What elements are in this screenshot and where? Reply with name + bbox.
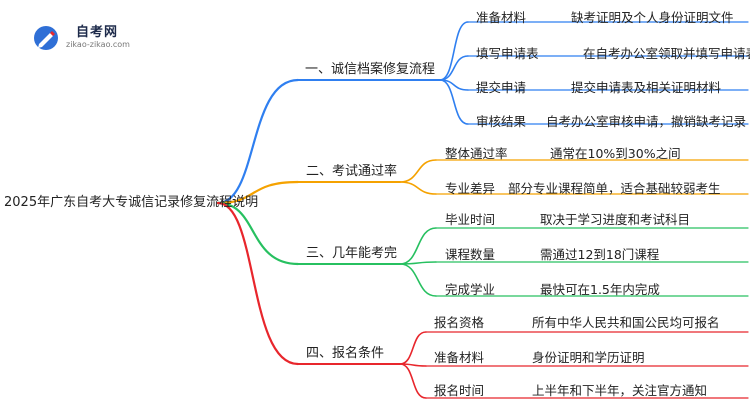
branch-label: 二、考试通过率: [306, 164, 398, 179]
branch-label: 一、诚信档案修复流程: [305, 62, 436, 77]
leaf-detail: 提交申请表及相关证明材料: [571, 80, 722, 95]
branch-connector: [216, 180, 300, 205]
branch-label: 三、几年能考完: [306, 246, 398, 261]
leaf-connector: [399, 363, 427, 399]
leaf-connector: [439, 21, 469, 81]
leaf-label: 提交申请: [476, 80, 527, 95]
branch-connector: [216, 78, 300, 205]
leaf-detail: 取决于学习进度和考试科目: [540, 212, 691, 227]
leaf-connector: [399, 181, 437, 195]
leaf-connector: [399, 159, 437, 183]
logo-url: zikao-zikao.com: [66, 40, 130, 49]
leaf-label: 完成学业: [445, 282, 496, 297]
leaf-connector: [399, 227, 437, 265]
leaf-detail: 需通过12到18门课程: [540, 247, 660, 262]
branch-connector: [216, 201, 300, 266]
leaf-detail: 自考办公室审核申请，撤销缺考记录: [546, 114, 747, 129]
leaf-label: 审核结果: [476, 114, 527, 129]
leaf-label: 准备材料: [476, 10, 527, 25]
leaf-label: 报名资格: [434, 315, 485, 330]
leaf-connector: [399, 331, 427, 365]
root-topic: 2025年广东自考大专诚信记录修复流程说明: [4, 195, 259, 210]
leaf-detail: 部分专业课程简单，适合基础较弱考生: [508, 181, 721, 196]
branch-connector: [216, 201, 300, 366]
leaf-detail: 在自考办公室领取并填写申请表: [583, 46, 750, 61]
leaf-label: 报名时间: [434, 383, 485, 398]
leaf-detail: 通常在10%到30%之间: [550, 146, 681, 161]
leaf-detail: 身份证明和学历证明: [532, 350, 645, 365]
branch-label: 四、报名条件: [306, 346, 385, 361]
leaf-label: 整体通过率: [445, 146, 508, 161]
leaf-connector: [399, 263, 437, 297]
leaf-detail: 最快可在1.5年内完成: [540, 282, 660, 297]
leaf-detail: 缺考证明及个人身份证明文件: [571, 10, 734, 25]
logo-pen-icon: [34, 26, 58, 50]
leaf-label: 准备材料: [434, 350, 485, 365]
leaf-label: 毕业时间: [445, 212, 496, 227]
leaf-label: 课程数量: [445, 247, 496, 262]
logo-title: 自考网: [76, 25, 119, 40]
leaf-label: 专业差异: [445, 181, 496, 196]
leaf-connector: [439, 55, 469, 81]
leaf-label: 填写申请表: [476, 46, 539, 61]
leaf-detail: 所有中华人民共和国公民均可报名: [532, 315, 720, 330]
leaf-detail: 上半年和下半年，关注官方通知: [532, 383, 708, 398]
leaf-connector: [439, 79, 469, 125]
site-logo[interactable]: 自考网 zikao-zikao.com: [32, 20, 162, 58]
